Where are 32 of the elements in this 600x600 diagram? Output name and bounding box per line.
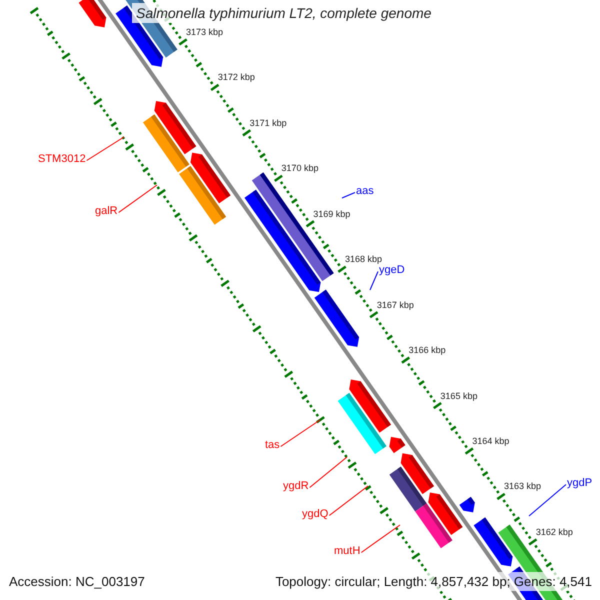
gene-label: ygdP [567, 477, 592, 490]
accession-text: Accession: NC_003197 [9, 574, 145, 589]
gene-label: ygdQ [302, 508, 328, 521]
scale-label: 3166 kbp [408, 345, 446, 356]
scale-label: 3167 kbp [376, 300, 414, 311]
leader-line [528, 484, 566, 516]
leader-line [342, 192, 356, 198]
scale-label: 3170 kbp [281, 163, 318, 174]
leader-line [280, 420, 320, 447]
scale-label: 3165 kbp [440, 390, 478, 402]
scale-label: 3163 kbp [504, 481, 542, 492]
scale-label: 3162 kbp [536, 526, 573, 538]
gene-label: galR [95, 205, 118, 218]
gene-label: ygdR [283, 480, 309, 493]
leader-line [328, 486, 368, 516]
gene-label: tas [265, 439, 280, 452]
scale-label: 3173 kbp [186, 26, 224, 38]
gene-label: mutH [334, 545, 360, 558]
gene-label: ygeD [379, 264, 405, 277]
leader-line [370, 271, 378, 290]
leader-line [86, 136, 124, 161]
leader-line [118, 184, 158, 213]
gene-label: STM3012 [38, 153, 86, 166]
scale-label: 3171 kbp [250, 118, 287, 129]
scale-label: 3172 kbp [218, 72, 255, 84]
gene-label: aas [356, 185, 374, 198]
leader-line [309, 456, 348, 488]
leader-line [360, 524, 400, 553]
scale-label: 3168 kbp [345, 254, 382, 265]
scale-label: 3164 kbp [472, 436, 510, 448]
genome-info-text: Topology: circular; Length: 4,857,432 bp; Genes: 4,541 [273, 572, 594, 591]
scale-label: 3169 kbp [313, 208, 350, 220]
